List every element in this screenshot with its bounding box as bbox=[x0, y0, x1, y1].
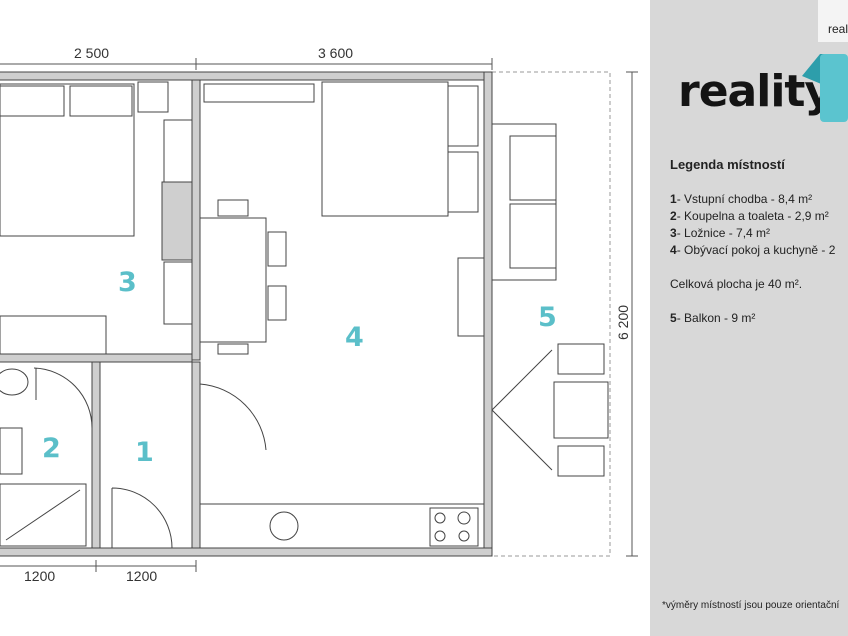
logo-mark-icon bbox=[802, 54, 848, 122]
walls bbox=[0, 71, 493, 557]
legend-item: 3- Ložnice - 7,4 m² bbox=[670, 226, 771, 240]
legend-title: Legenda místností bbox=[670, 157, 785, 172]
furniture bbox=[0, 81, 609, 549]
brand-tab-label: real bbox=[828, 22, 848, 36]
room-number-4: 4 bbox=[345, 322, 364, 353]
legend-total: Celková plocha je 40 m². bbox=[670, 277, 803, 291]
legend-item-balcony: 5- Balkon - 9 m² bbox=[670, 311, 756, 325]
legend-item: 4- Obývací pokoj a kuchyně - 2 bbox=[670, 243, 836, 257]
brand-tab: real bbox=[818, 0, 848, 42]
room-number-3: 3 bbox=[118, 267, 137, 298]
dim-top-left: 2 500 bbox=[74, 45, 109, 61]
dim-right: 6 200 bbox=[615, 305, 631, 340]
room-legend: Legenda místností 1- Vstupní chodba - 8,… bbox=[670, 156, 835, 327]
room-number-1: 1 bbox=[135, 437, 154, 468]
footnote: *výměry místností jsou pouze orientační bbox=[662, 600, 840, 611]
dim-top-right: 3 600 bbox=[318, 45, 353, 61]
dimension-lines bbox=[0, 58, 638, 572]
floor-plan: 2 500 3 600 6 200 1200 1200 bbox=[0, 45, 638, 584]
doors bbox=[33, 349, 553, 549]
legend-item: 1- Vstupní chodba - 8,4 m² bbox=[670, 192, 813, 206]
legend-item: 2- Koupelna a toaleta - 2,9 m² bbox=[670, 209, 829, 223]
dim-bottom-right: 1200 bbox=[126, 568, 157, 584]
room-number-5: 5 bbox=[538, 302, 557, 333]
room-number-2: 2 bbox=[42, 433, 61, 464]
legend-panel: real reality Legenda místností 1- Vstupn… bbox=[650, 0, 848, 636]
dim-bottom-left: 1200 bbox=[24, 568, 55, 584]
